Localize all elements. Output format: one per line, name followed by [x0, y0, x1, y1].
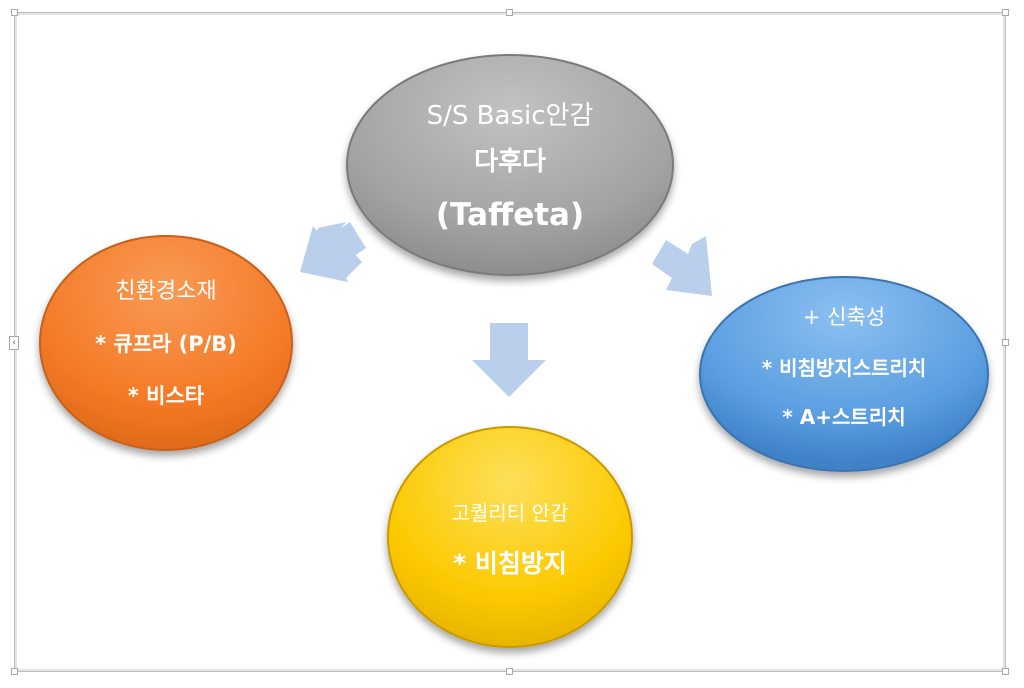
resize-handle-top-center[interactable]	[506, 9, 513, 16]
chevron-left-icon[interactable]: ‹	[9, 336, 19, 350]
resize-handle-bottom-center[interactable]	[506, 668, 513, 675]
resize-handle-right-middle[interactable]	[1002, 339, 1009, 346]
node-right-ellipse[interactable]	[699, 276, 989, 472]
node-bottom-ellipse[interactable]	[387, 426, 633, 648]
node-center-ellipse[interactable]	[346, 54, 674, 276]
left-line-2: * 큐프라 (P/B)	[95, 332, 237, 356]
node-left-ellipse[interactable]	[39, 235, 293, 451]
center-line-3: (Taffeta)	[436, 197, 584, 233]
bottom-line-2: * 비침방지	[453, 549, 567, 578]
right-line-3: * A+스트리치	[782, 405, 905, 429]
arrow-to-left-shape	[300, 222, 366, 282]
bottom-line-1: 고퀄리티 안감	[452, 501, 569, 525]
left-line-1: 친환경소재	[115, 279, 216, 304]
resize-handle-bottom-right[interactable]	[1002, 668, 1009, 675]
right-line-1: + 신축성	[803, 305, 885, 329]
arrow-to-right-shape	[652, 236, 712, 296]
right-line-2: * 비침방지스트리치	[762, 356, 927, 380]
resize-handle-top-right[interactable]	[1002, 9, 1009, 16]
resize-handle-bottom-left[interactable]	[11, 668, 18, 675]
center-line-2: 다후다	[474, 147, 546, 177]
center-line-1: S/S Basic안감	[427, 101, 594, 131]
left-line-3: * 비스타	[128, 384, 205, 408]
resize-handle-top-left[interactable]	[11, 9, 18, 16]
arrow-to-bottom-shape	[472, 323, 546, 397]
